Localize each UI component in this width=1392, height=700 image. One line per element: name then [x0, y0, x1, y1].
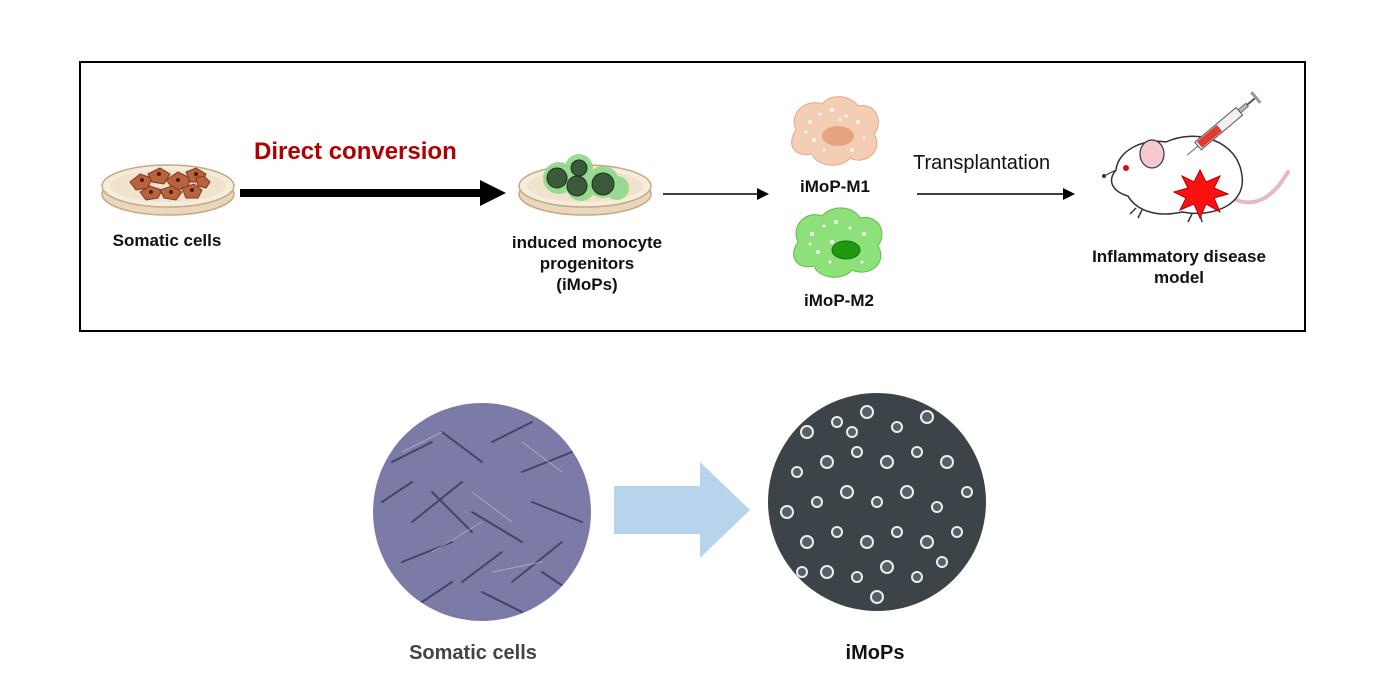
imop-m2-label: iMoP-M2 — [804, 291, 874, 310]
schematic-frame — [79, 61, 1306, 332]
somatic-cells-label: Somatic cells — [112, 231, 222, 250]
transplant-arrow-icon — [917, 188, 1075, 200]
imops-dish-icon — [518, 154, 652, 216]
imops-label-line1: induced monocyte — [511, 233, 663, 252]
thin-arrow-icon — [663, 188, 769, 200]
disease-label-line2: model — [1153, 268, 1205, 287]
somatic-dish-icon — [101, 164, 235, 216]
m2-cell-icon — [793, 207, 883, 278]
imops-label: induced monocyte progenitors (iMoPs) — [493, 232, 681, 295]
somatic-cells-caption: Somatic cells — [409, 642, 537, 664]
imop-m1-label: iMoP-M1 — [800, 177, 870, 196]
imops-label-line3: (iMoPs) — [556, 275, 618, 294]
thick-arrow-icon — [240, 180, 506, 206]
imops-caption: iMoPs — [845, 642, 905, 664]
m1-cell-icon — [791, 96, 879, 166]
disease-label-line1: Inflammatory disease — [1092, 247, 1266, 266]
imops-micrograph — [768, 393, 986, 611]
somatic-cells-micrograph — [373, 403, 591, 621]
transplantation-label: Transplantation — [913, 152, 1051, 174]
conversion-arrow-icon — [614, 462, 750, 558]
disease-model-label: Inflammatory disease model — [1068, 246, 1290, 288]
direct-conversion-label: Direct conversion — [254, 138, 457, 165]
mouse-model-icon — [1102, 91, 1290, 223]
imops-label-line2: progenitors — [539, 254, 635, 273]
